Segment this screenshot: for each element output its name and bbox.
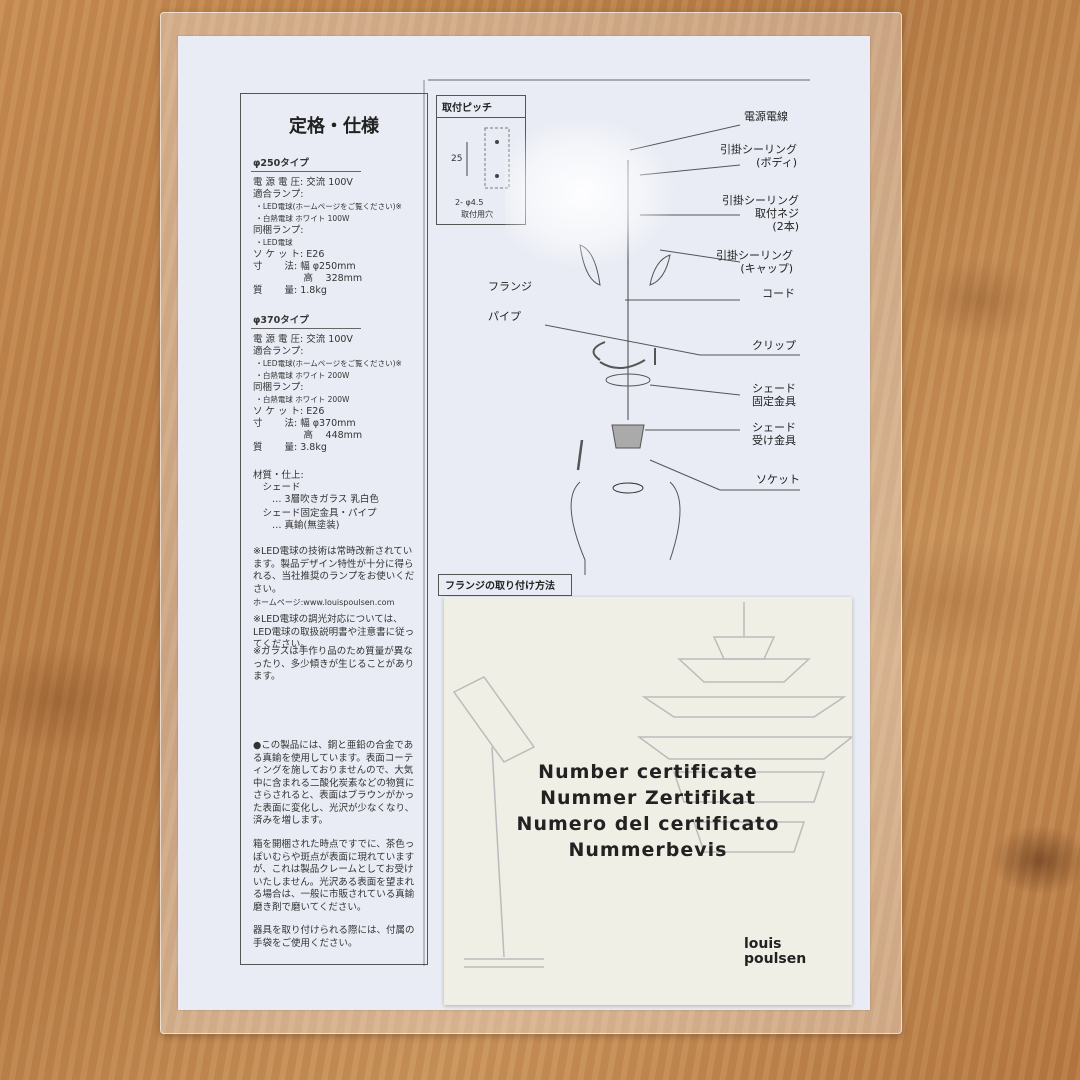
spec-370-line: ・白熱電球 ホワイト 200W [253,371,350,380]
type-370-heading: φ370タイプ [253,315,309,326]
louis-poulsen-logo: louis poulsen [744,937,806,967]
led-note: ※LED電球の技術は常時改新されています。製品デザイン特性が十分に得られる、当社… [253,546,415,595]
lamp-illustration [452,602,852,968]
cert-line-da: Nummerbevis [568,839,728,861]
spec-370-line: ・LED電球(ホームページをご覧ください)※ [253,359,402,368]
label-power-cord: 電源電線 [744,110,788,123]
spec-370-line: 適合ランプ: [253,346,304,357]
spec-250-line: 高 328mm [253,273,363,284]
divider [251,328,361,329]
label-pipe: パイプ [488,310,521,323]
gloves-note: 器具を取り付けられる際には、付属の手袋をご使用ください。 [253,925,415,949]
cert-line-en: Number certificate [538,761,758,783]
cert-line-de: Nummer Zertifikat [540,787,756,809]
spec-370-line: ・白熱電球 ホワイト 200W [253,395,350,404]
diagram-lines [423,79,810,966]
pitch-dimension: 25 [451,154,463,164]
spec-250-line: 同梱ランプ: [253,225,304,236]
spec-370-line: 同梱ランプ: [253,382,304,393]
pitch-hole: 2- φ4.5 [455,198,484,207]
mounting-pitch-box: 取付ピッチ 25 2- φ4.5 取付用穴 [436,95,526,225]
number-certificate-card: Number certificate Nummer Zertifikat Num… [444,597,852,1005]
label-ceiling-body: 引掛シーリング (ボディ) [720,143,797,169]
label-shade-fix: シェード 固定金具 [752,382,796,408]
spec-250-line: ・LED電球 [253,238,293,247]
pitch-drawing [466,127,510,189]
pitch-hole-label: 取付用穴 [461,210,493,219]
material-line: … 真鍮(無塗装) [253,520,340,531]
glass-note: ※ガラスは手作り品のため質量が異なったり、多少傾きが生じることがあります。 [253,646,415,682]
spec-370-line: 寸 法: 幅 φ370mm [253,418,356,429]
label-socket: ソケット [756,473,800,486]
spec-title: 定格・仕様 [289,116,379,137]
spec-250-line: ソ ケ ッ ト: E26 [253,249,325,260]
flange-install-title: フランジの取り付け方法 [438,574,572,596]
spec-250-line: 適合ランプ: [253,189,304,200]
spec-370-line: ソ ケ ッ ト: E26 [253,406,325,417]
light-glare [505,118,675,268]
spec-370-line: 電 源 電 圧: 交流 100V [253,334,353,345]
spec-250-line: 寸 法: 幅 φ250mm [253,261,356,272]
label-cord: コード [762,287,795,300]
material-line: … 3層吹きガラス 乳白色 [253,494,379,505]
type-250-heading: φ250タイプ [253,158,309,169]
spec-panel: 定格・仕様 φ250タイプ 電 源 電 圧: 交流 100V 適合ランプ: ・L… [240,93,428,965]
dimming-note: ※LED電球の調光対応については、LED電球の取扱説明書や注意書に従ってください… [253,614,415,650]
label-ceiling-cap: 引掛シーリング (キャップ) [716,249,793,275]
divider [251,171,361,172]
logo-line2: poulsen [744,951,807,967]
spec-250-line: 電 源 電 圧: 交流 100V [253,177,353,188]
spec-250-line: 質 量: 1.8kg [253,285,327,296]
material-line: シェード [253,482,301,493]
label-flange: フランジ [488,280,532,293]
spec-370-line: 質 量: 3.8kg [253,442,327,453]
pitch-title: 取付ピッチ [437,96,525,118]
cert-line-it: Numero del certificato [516,813,780,835]
tarnish-note: 箱を開梱された時点ですでに、茶色っぽいむらや斑点が表面に現れていますが、これは製… [253,839,415,913]
spec-250-line: ・LED電球(ホームページをご覧ください)※ [253,202,402,211]
homepage-text: ホームページ:www.louispoulsen.com [253,598,395,607]
label-shade-holder: シェード 受け金具 [752,421,796,447]
spec-370-line: 高 448mm [253,430,363,441]
label-ceiling-screw: 引掛シーリング 取付ネジ (2本) [722,194,799,233]
spec-250-line: ・白熱電球 ホワイト 100W [253,214,350,223]
material-line: シェード固定金具・パイプ [253,508,377,519]
material-line: 材質・仕上: [253,470,304,481]
brass-note: ●この製品には、銅と亜鉛の合金である真鍮を使用しています。表面コーティングを施し… [253,740,415,826]
logo-line1: louis [744,936,782,952]
label-clip: クリップ [752,339,796,352]
